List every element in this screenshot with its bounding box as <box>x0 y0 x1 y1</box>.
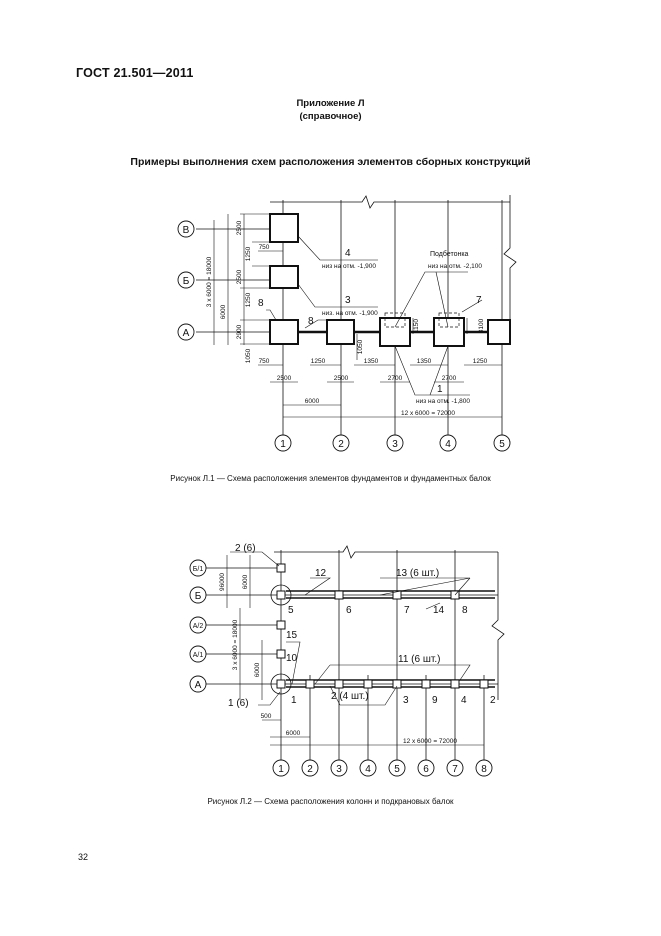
podbetonka-label: Подбетонка <box>430 250 469 258</box>
label-11: 11 (6 шт.) <box>398 654 440 665</box>
label-7: 7 <box>476 295 482 306</box>
col-axis-1: 1 <box>280 439 286 450</box>
label-1: 1 <box>291 695 297 706</box>
dim-1250-b: 1250 <box>245 292 252 307</box>
label-2: 2 <box>490 695 496 706</box>
figure1-caption: Рисунок Л.1 — Схема расположения элемент… <box>170 474 491 483</box>
label-12: 12 <box>315 568 327 579</box>
row-axis-a: А <box>183 328 190 339</box>
label-6: 6 <box>346 605 352 616</box>
row-axis-v: В <box>183 225 190 236</box>
col-axis-3: 3 <box>392 439 398 450</box>
row-axis-a1: А/1 <box>193 652 204 659</box>
dim-2500-b2: 2500 <box>334 375 349 382</box>
note-podbetonka: низ на отм. -2,100 <box>428 263 482 270</box>
dim-6000-bottom: 6000 <box>305 398 320 405</box>
dim-total-cols: 12 x 6000 = 72000 <box>403 738 457 745</box>
annex-title: Приложение Л <box>296 98 365 109</box>
dim-6000-left: 6000 <box>220 304 227 319</box>
dim-750-bottom: 750 <box>259 358 270 365</box>
dim-1050-mid: 1050 <box>357 339 364 354</box>
dim-2500-top: 2500 <box>236 220 243 235</box>
dim-total-rows: 3 x 6000 = 18000 <box>206 256 213 307</box>
row-axis-b1: Б/1 <box>193 566 204 573</box>
label-1: 1 <box>437 384 443 395</box>
label-8: 8 <box>462 605 468 616</box>
label-1-6: 1 (6) <box>228 698 249 709</box>
label-13: 13 (6 шт.) <box>396 568 439 579</box>
dim-2900: 2900 <box>236 324 243 339</box>
dim-total-rows: 3 x 6000 = 18000 <box>232 619 239 670</box>
document-code: ГОСТ 21.501—2011 <box>76 66 194 80</box>
col-axis-4: 4 <box>365 764 371 775</box>
dim-1250-a: 1250 <box>245 246 252 261</box>
label-4: 4 <box>345 248 351 259</box>
label-4: 4 <box>461 695 467 706</box>
dim-1350-b: 1350 <box>417 358 432 365</box>
dim-2500-b1: 2500 <box>277 375 292 382</box>
label-2-4: 2 (4 шт.) <box>331 691 369 702</box>
section-title: Примеры выполнения схем расположения эле… <box>130 156 531 168</box>
dim-2500-mid: 2500 <box>236 269 243 284</box>
col-axis-8: 8 <box>481 764 487 775</box>
label-9: 9 <box>432 695 438 706</box>
dim-750-top: 750 <box>259 244 270 251</box>
dim-6000-top: 6000 <box>242 574 249 589</box>
col-axis-7: 7 <box>452 764 458 775</box>
label-2-6: 2 (6) <box>235 543 256 554</box>
annex-heading: Приложение Л (справочное) <box>0 97 661 123</box>
col-axis-6: 6 <box>423 764 429 775</box>
note-1: низ на отм. -1,800 <box>416 398 470 405</box>
dim-1150: 1150 <box>413 319 420 333</box>
row-axis-a: А <box>195 680 202 691</box>
dim-total-cols: 12 x 6000 = 72000 <box>401 410 455 417</box>
label-3: 3 <box>345 295 351 306</box>
dim-1050-left: 1050 <box>245 348 252 363</box>
page-number: 32 <box>78 852 89 862</box>
col-axis-4: 4 <box>445 439 451 450</box>
dim-1250-c: 1250 <box>311 358 326 365</box>
label-8a: 8 <box>258 298 264 309</box>
row-axis-a2: А/2 <box>193 623 204 630</box>
label-7: 7 <box>404 605 410 616</box>
dim-96000: 96000 <box>219 573 226 591</box>
label-5: 5 <box>288 605 294 616</box>
row-axis-b: Б <box>195 591 202 602</box>
annex-note: (справочное) <box>299 111 362 122</box>
figure2-caption: Рисунок Л.2 — Схема расположения колонн … <box>207 797 454 806</box>
note-4: низ на отм. -1,900 <box>322 263 376 270</box>
dim-1350-a: 1350 <box>364 358 379 365</box>
col-axis-2: 2 <box>338 439 344 450</box>
col-axis-2: 2 <box>307 764 313 775</box>
label-3: 3 <box>403 695 409 706</box>
dim-2700-a: 2700 <box>388 375 403 382</box>
label-10: 10 <box>286 653 298 664</box>
dim-6000-low: 6000 <box>254 662 261 677</box>
col-axis-5: 5 <box>499 439 505 450</box>
col-axis-3: 3 <box>336 764 342 775</box>
dim-6000-bottom: 6000 <box>286 730 301 737</box>
col-axis-1: 1 <box>278 764 284 775</box>
note-3: низ. на отм. -1,900 <box>322 310 378 317</box>
label-14: 14 <box>433 605 445 616</box>
row-axis-b: Б <box>183 276 190 287</box>
label-8b: 8 <box>308 316 314 327</box>
label-15: 15 <box>286 630 298 641</box>
dim-2700-b: 2700 <box>442 375 457 382</box>
dim-500: 500 <box>261 713 272 720</box>
dim-1250-d: 1250 <box>473 358 488 365</box>
dim-3100: 3100 <box>478 318 485 333</box>
col-axis-5: 5 <box>394 764 400 775</box>
